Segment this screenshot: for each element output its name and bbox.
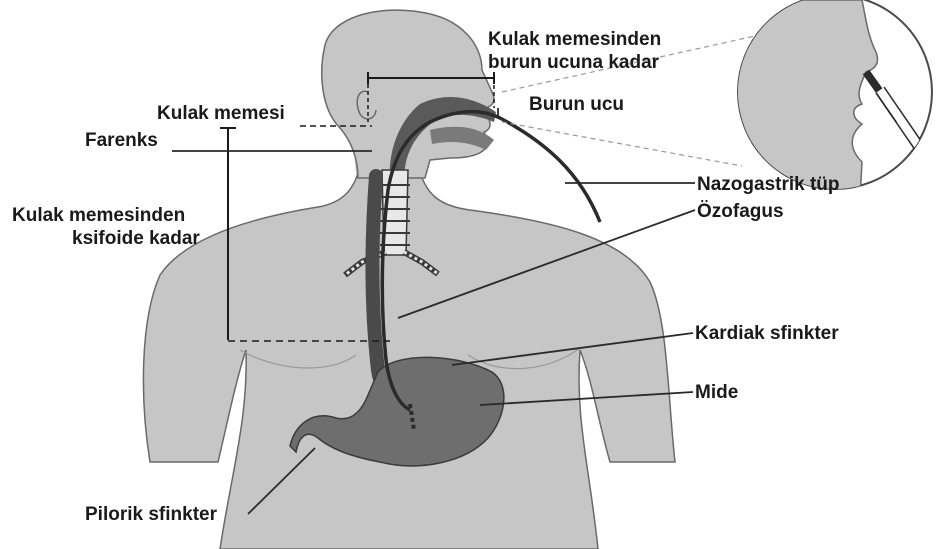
label-nose-tip: Burun ucu: [529, 94, 624, 115]
label-earlobe-to-nose-line1: Kulak memesinden: [488, 29, 661, 50]
body-silhouette: [143, 10, 675, 549]
label-earlobe-to-nose-line2: burun ucuna kadar: [488, 52, 660, 73]
label-pyloric-sphincter: Pilorik sfinkter: [85, 504, 218, 525]
torso-shape: [143, 165, 675, 549]
label-earlobe: Kulak memesi: [157, 103, 285, 124]
label-earlobe-to-xiphoid-line2: ksifoide kadar: [72, 228, 200, 249]
label-stomach: Mide: [695, 382, 738, 403]
label-ng-tube: Nazogastrik tüp: [697, 174, 840, 195]
label-esophagus: Özofagus: [697, 201, 784, 222]
label-earlobe-to-xiphoid-line1: Kulak memesinden: [12, 205, 185, 226]
inset-face: [720, 0, 878, 200]
label-pharynx: Farenks: [85, 130, 158, 151]
label-cardiac-sphincter: Kardiak sfinkter: [695, 323, 839, 344]
